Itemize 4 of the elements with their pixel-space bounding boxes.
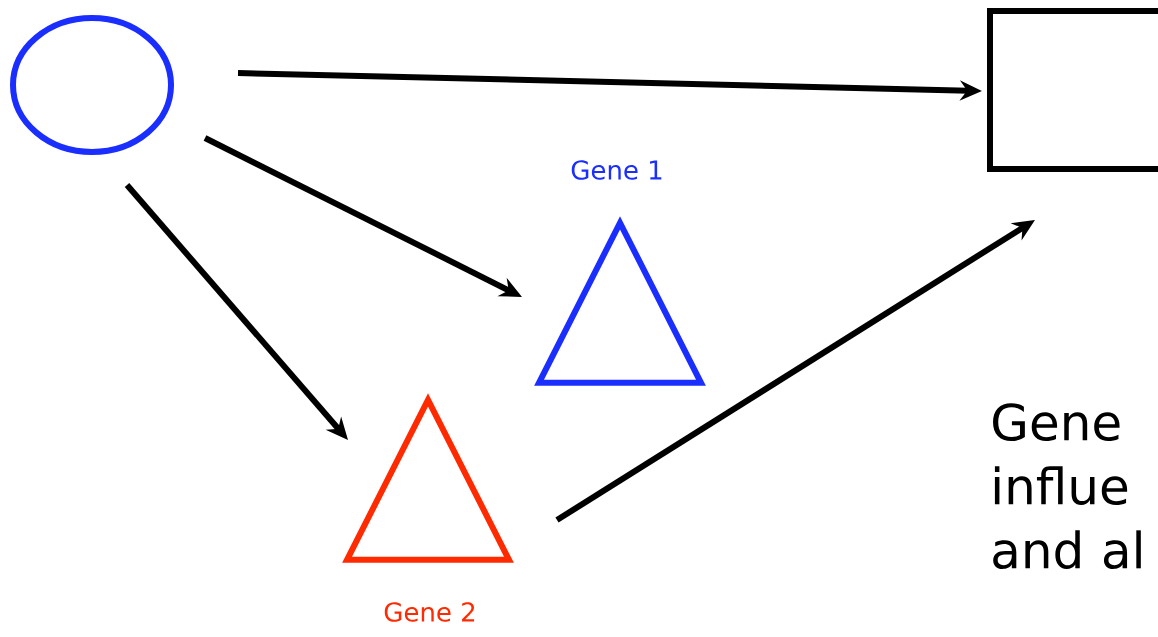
note-text: Gene influe and al — [993, 403, 1141, 569]
gene-label: Gene 2 — [384, 602, 475, 622]
ellipse-shape — [10, 15, 174, 155]
gene-label: Gene 1 — [571, 160, 662, 180]
